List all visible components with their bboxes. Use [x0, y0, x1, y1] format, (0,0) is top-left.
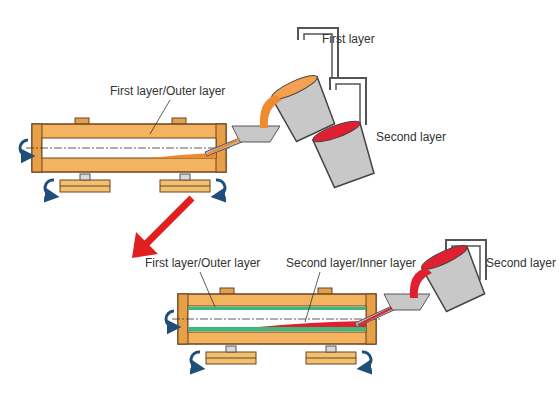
part-label: Second layer — [486, 256, 556, 270]
top-mold — [20, 118, 232, 172]
leader-line — [200, 272, 215, 307]
part-label: First layer/Outer layer — [145, 256, 260, 270]
top-trough — [205, 126, 280, 156]
part-label: Second layer/Inner layer — [286, 256, 416, 270]
step-arrow — [132, 198, 192, 258]
leader-line — [305, 272, 320, 322]
part-label: First layer — [322, 32, 375, 46]
leader-line — [150, 100, 170, 134]
bottom-trough — [355, 294, 430, 327]
bottom-rollers — [191, 346, 371, 368]
bottom-ladle — [410, 240, 488, 313]
second-ladle — [311, 78, 378, 189]
bottom-mold — [166, 288, 382, 344]
top-rollers — [45, 174, 225, 196]
part-label: First layer/Outer layer — [110, 84, 225, 98]
part-label: Second layer — [376, 130, 446, 144]
